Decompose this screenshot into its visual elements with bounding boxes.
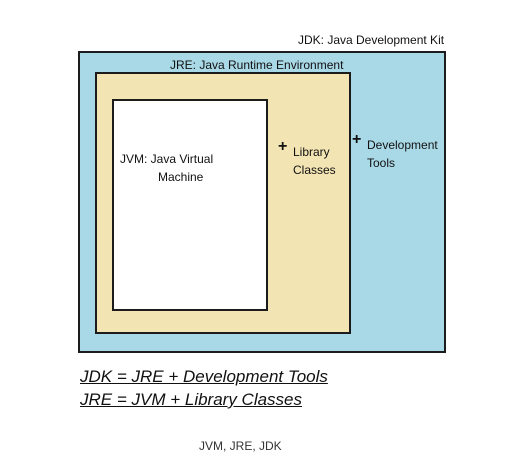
devtools-plus-sign: +	[352, 131, 362, 148]
equation-jdk: JDK = JRE + Development Tools	[80, 367, 328, 386]
jdk-label: JDK: Java Development Kit	[298, 33, 445, 47]
development-tools-label: Development Tools	[367, 136, 438, 172]
devtools-label-line1: Development	[367, 138, 438, 152]
library-plus-sign: +	[278, 138, 288, 155]
jvm-label-line2: Machine	[158, 170, 204, 184]
devtools-label-line2: Tools	[367, 156, 396, 170]
jvm-label-line1: JVM: Java Virtual	[120, 152, 214, 166]
figure-caption: JVM, JRE, JDK	[199, 439, 282, 453]
jvm-label: JVM: Java Virtual Machine	[120, 150, 260, 186]
equation-jre: JRE = JVM + Library Classes	[80, 390, 303, 409]
library-classes-label: Library Classes	[293, 143, 336, 179]
jre-label: JRE: Java Runtime Environment	[170, 58, 344, 72]
library-label-line2: Classes	[293, 163, 336, 177]
library-label-line1: Library	[293, 145, 330, 159]
jvm-box	[112, 99, 268, 311]
